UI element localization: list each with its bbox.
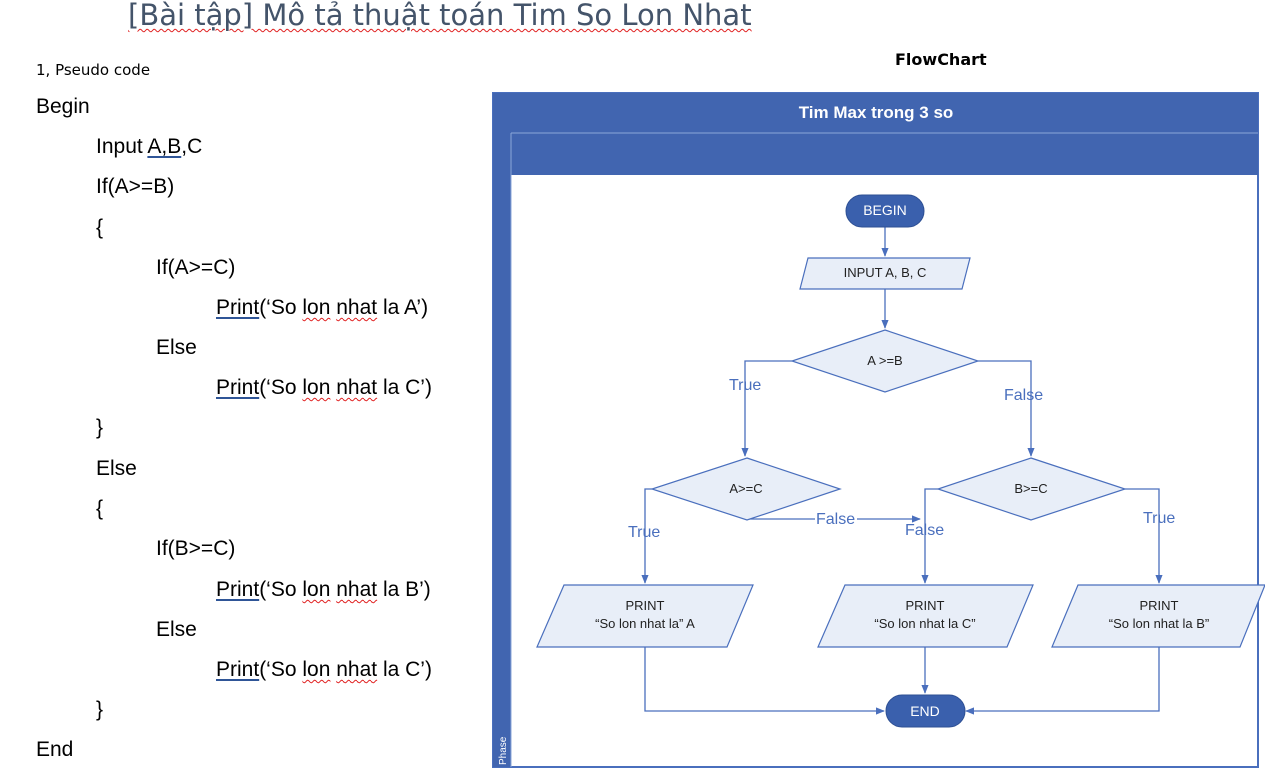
code-word-nhat: nhat xyxy=(336,376,378,399)
edge-printa-end xyxy=(644,647,885,715)
title-text: [Bài tập] Mô tả thuật toán Tim So Lon Nh… xyxy=(128,0,752,32)
decision-bc-text: B>=C xyxy=(1014,481,1047,496)
decision-ab xyxy=(790,329,980,393)
code-print-text: (‘So xyxy=(259,658,303,681)
code-print-text: (‘So xyxy=(259,376,303,399)
code-input-suffix: ,C xyxy=(181,135,203,158)
code-if-bc: If(B>=C) xyxy=(156,537,236,560)
edge-ab-true xyxy=(741,360,792,457)
code-input: Input A,B,C xyxy=(96,135,202,159)
code-if-ac: If(A>=C) xyxy=(156,256,236,279)
code-print-a: Print(‘So lon nhat la A’) xyxy=(216,296,428,320)
code-print-keyword: Print xyxy=(216,578,260,601)
edge-printb-end xyxy=(965,647,1160,715)
code-print-b: Print(‘So lon nhat la B’) xyxy=(216,578,431,602)
pool-header xyxy=(493,93,1258,133)
begin-node xyxy=(845,194,925,228)
code-word-lon: lon xyxy=(302,578,331,601)
label-true-ac: True xyxy=(628,524,660,541)
code-end: End xyxy=(36,738,74,761)
label-false-bc: False xyxy=(905,522,944,539)
decision-ab-text: A >=B xyxy=(867,353,902,368)
phase-header xyxy=(511,133,1258,175)
input-node xyxy=(799,257,971,290)
code-print-c: Print(‘So lon nhat la C’) xyxy=(216,658,432,682)
print-b-label: PRINT xyxy=(1140,598,1179,613)
code-else: Else xyxy=(156,336,197,359)
edge-ac-true xyxy=(641,488,652,584)
label-true-ab: True xyxy=(729,377,761,394)
section-label: 1, Pseudo code xyxy=(36,61,151,79)
edge-ab-false xyxy=(978,360,1035,457)
decision-ac xyxy=(650,457,842,521)
code-print-keyword: Print xyxy=(216,658,260,681)
flow-edges xyxy=(641,227,1163,715)
flowchart-heading: FlowChart xyxy=(895,50,987,69)
input-text: INPUT A, B, C xyxy=(844,265,927,280)
edge-bc-false xyxy=(921,488,938,584)
code-print-c: Print(‘So lon nhat la C’) xyxy=(216,376,432,400)
pool-frame xyxy=(492,92,1259,768)
print-b-text: “So lon nhat la B” xyxy=(1109,616,1209,631)
code-input-vars: A,B xyxy=(147,135,182,158)
print-a-text: “So lon nhat la” A xyxy=(595,616,695,631)
code-word-nhat: nhat xyxy=(336,578,378,601)
code-print-suffix: la C’) xyxy=(377,658,432,681)
print-a-label: PRINT xyxy=(626,598,665,613)
code-else-outer: Else xyxy=(96,457,137,480)
code-else: Else xyxy=(156,618,197,641)
code-brace-open: { xyxy=(96,497,104,520)
decision-ac-text: A>=C xyxy=(729,481,762,496)
code-print-text: (‘So xyxy=(259,578,303,601)
code-print-text: (‘So xyxy=(259,296,303,319)
begin-text: BEGIN xyxy=(863,202,907,218)
code-brace-close: } xyxy=(96,416,104,439)
code-print-suffix: la B’) xyxy=(377,578,431,601)
print-c-label: PRINT xyxy=(906,598,945,613)
code-input-prefix: Input xyxy=(96,135,148,158)
code-print-suffix: la C’) xyxy=(377,376,432,399)
code-print-suffix: la A’) xyxy=(377,296,429,319)
label-true-bc: True xyxy=(1143,510,1175,527)
decision-bc xyxy=(936,457,1127,521)
code-begin: Begin xyxy=(36,95,90,118)
print-a-node xyxy=(536,584,754,648)
code-brace-open: { xyxy=(96,216,104,239)
lane-header xyxy=(493,133,511,767)
code-brace-close: } xyxy=(96,698,104,721)
edge-bc-true xyxy=(1125,488,1163,584)
code-print-keyword: Print xyxy=(216,296,260,319)
code-word-lon: lon xyxy=(302,296,331,319)
print-b-node xyxy=(1051,584,1265,648)
print-c-text: “So lon nhat la C” xyxy=(874,616,975,631)
code-word-nhat: nhat xyxy=(336,296,378,319)
pool-title: Tim Max trong 3 so xyxy=(799,103,954,122)
code-word-nhat: nhat xyxy=(336,658,378,681)
end-node xyxy=(885,694,966,728)
end-text: END xyxy=(910,703,940,719)
code-word-lon: lon xyxy=(302,658,331,681)
label-false-ab: False xyxy=(1004,387,1043,404)
label-false-ac: False xyxy=(816,511,855,528)
document-title: [Bài tập] Mô tả thuật toán Tim So Lon Nh… xyxy=(128,0,752,32)
code-word-lon: lon xyxy=(302,376,331,399)
lane-label: Phase xyxy=(498,736,509,765)
code-if-ab: If(A>=B) xyxy=(96,175,175,198)
code-print-keyword: Print xyxy=(216,376,260,399)
print-c-node xyxy=(817,584,1034,648)
